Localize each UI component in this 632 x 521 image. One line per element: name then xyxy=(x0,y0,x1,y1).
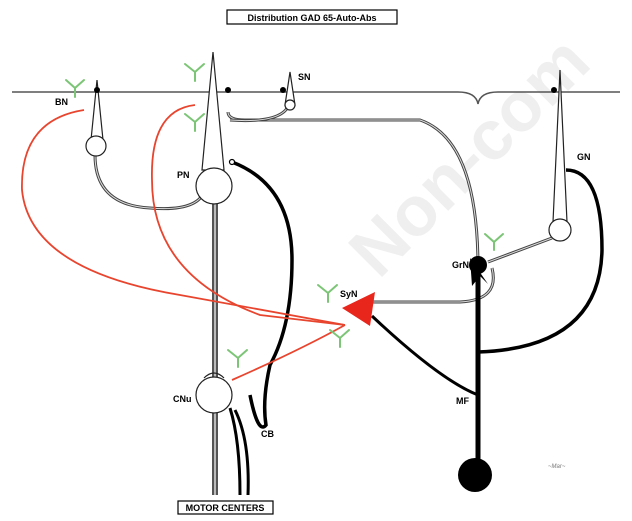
cnu-neuron xyxy=(196,373,232,413)
label-gn: GN xyxy=(577,152,591,162)
label-cb: CB xyxy=(261,429,274,439)
pn-neuron xyxy=(196,52,235,204)
signature: ~Mar~ xyxy=(548,464,566,470)
mf-source-soma xyxy=(458,458,492,492)
pn-to-cnu-black xyxy=(232,162,292,427)
parallel-fiber-branch-sn xyxy=(230,100,290,121)
sn-neuron xyxy=(280,72,295,110)
bn-red-axon xyxy=(22,110,345,325)
label-syn: SyN xyxy=(340,289,358,299)
bn-axon xyxy=(95,155,205,209)
label-grn: GrN xyxy=(452,260,469,270)
label-cnu: CNu xyxy=(173,394,192,404)
cnu-red-axon xyxy=(232,325,345,380)
title-text: Distribution GAD 65-Auto-Abs xyxy=(248,13,377,23)
mf-to-gn xyxy=(478,170,602,352)
title-box: Distribution GAD 65-Auto-Abs xyxy=(227,10,397,24)
footer-text: MOTOR CENTERS xyxy=(186,503,265,513)
label-mf: MF xyxy=(456,396,469,406)
footer-box: MOTOR CENTERS xyxy=(178,501,273,514)
label-bn: BN xyxy=(55,97,68,107)
label-sn: SN xyxy=(298,72,311,82)
pn-red-axon xyxy=(152,105,345,325)
label-pn: PN xyxy=(177,170,190,180)
cb-tracts xyxy=(230,408,248,495)
mf-to-syn xyxy=(372,316,478,395)
